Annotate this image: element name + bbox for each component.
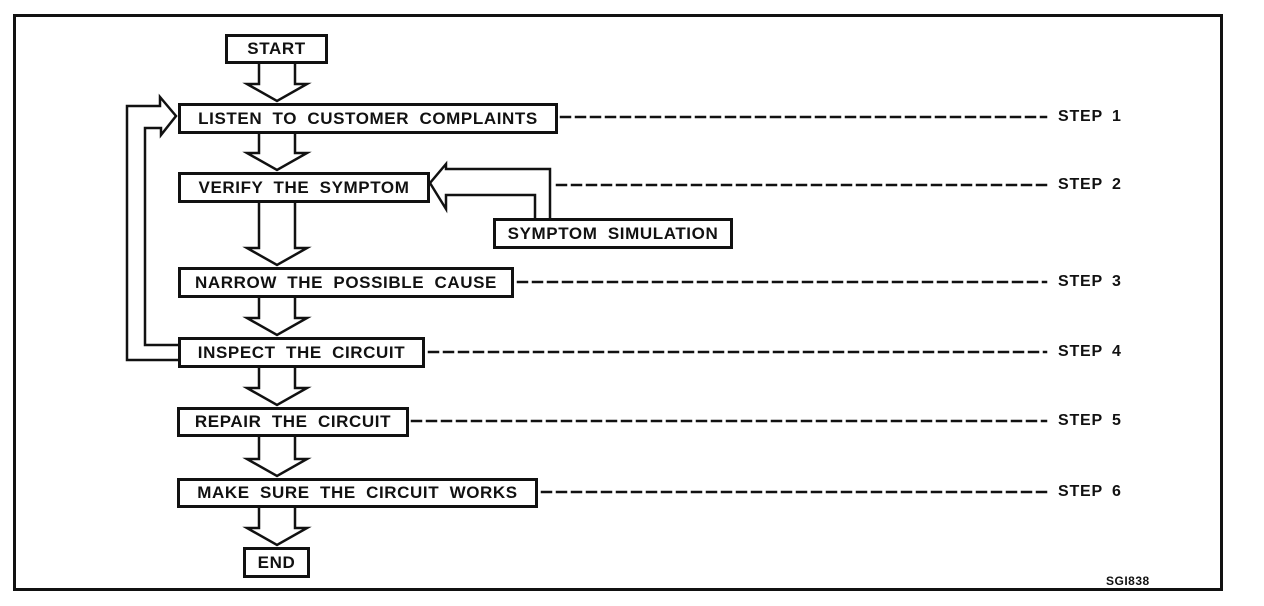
step-label-4: STEP 4 xyxy=(1058,343,1122,360)
node-start: START xyxy=(225,34,328,64)
arrow-inspect-to-repair-icon xyxy=(242,365,312,407)
figure-code: SGI838 xyxy=(1106,574,1150,588)
arrow-listen-to-verify-icon xyxy=(242,131,312,172)
arrow-repair-to-makesure-icon xyxy=(242,434,312,478)
node-listen-to-customer-complaints: LISTEN TO CUSTOMER COMPLAINTS xyxy=(178,103,558,134)
step-label-6: STEP 6 xyxy=(1058,483,1122,500)
node-inspect-the-circuit: INSPECT THE CIRCUIT xyxy=(178,337,425,368)
step-label-2: STEP 2 xyxy=(1058,176,1122,193)
arrow-inspect-to-listen-loop-icon xyxy=(125,93,180,362)
step-label-1: STEP 1 xyxy=(1058,108,1122,125)
node-end: END xyxy=(243,547,310,578)
arrow-symptom-to-verify-icon xyxy=(428,160,552,220)
node-verify-the-symptom: VERIFY THE SYMPTOM xyxy=(178,172,430,203)
node-make-sure-the-circuit-works: MAKE SURE THE CIRCUIT WORKS xyxy=(177,478,538,508)
arrow-makesure-to-end-icon xyxy=(242,505,312,547)
node-symptom-simulation: SYMPTOM SIMULATION xyxy=(493,218,733,249)
node-narrow-the-possible-cause: NARROW THE POSSIBLE CAUSE xyxy=(178,267,514,298)
arrow-verify-to-narrow-icon xyxy=(242,200,312,267)
arrow-start-to-listen-icon xyxy=(242,62,312,103)
step-label-5: STEP 5 xyxy=(1058,412,1122,429)
step-label-3: STEP 3 xyxy=(1058,273,1122,290)
node-repair-the-circuit: REPAIR THE CIRCUIT xyxy=(177,407,409,437)
arrow-narrow-to-inspect-icon xyxy=(242,295,312,337)
